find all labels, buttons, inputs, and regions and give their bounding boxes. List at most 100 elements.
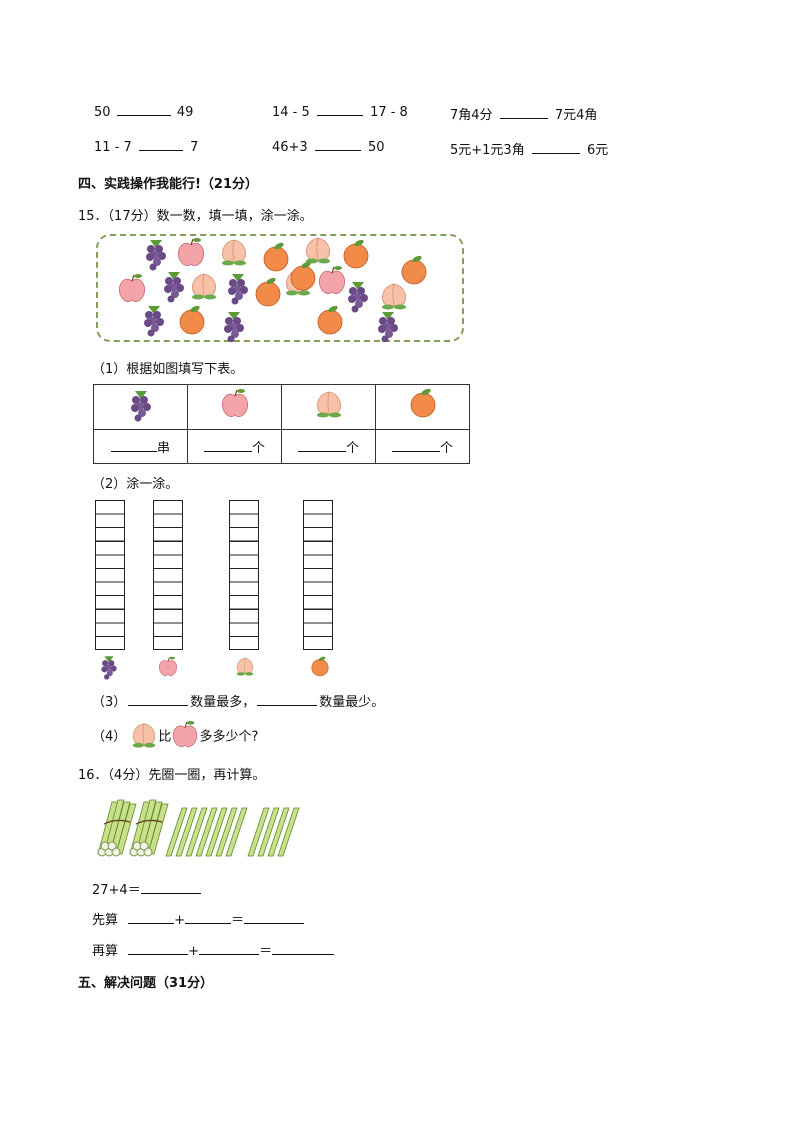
fruit-count-table: 串 个 个 个 — [93, 384, 470, 464]
q16-eq1-text: 27+4＝ — [92, 883, 141, 898]
answer-blank[interactable] — [199, 943, 260, 955]
compare-right: 6元 — [587, 143, 609, 158]
grape-icon — [164, 272, 184, 303]
q16-first: 先算 +＝ — [92, 909, 305, 928]
compare-item: 7角4分 7元4角 — [450, 104, 597, 123]
apple-icon — [177, 237, 205, 267]
answer-blank[interactable] — [297, 440, 346, 452]
grape-icon — [101, 656, 117, 680]
grape-icon — [146, 240, 166, 271]
answer-blank[interactable] — [138, 139, 183, 151]
answer-blank[interactable] — [128, 943, 189, 955]
unit-label: 个 — [439, 441, 453, 456]
apple-icon — [158, 656, 178, 677]
orange-icon — [343, 238, 369, 269]
answer-blank[interactable] — [244, 912, 305, 924]
orange-icon — [410, 387, 435, 418]
apple-icon — [221, 388, 248, 418]
compare-item: 50 49 — [94, 104, 193, 120]
answer-blank[interactable] — [316, 104, 363, 116]
orange-icon — [179, 304, 205, 335]
answer-blank[interactable] — [140, 882, 201, 894]
peach-icon — [221, 239, 247, 266]
q15-title: 15．（17分）数一数，填一填，涂一涂。 — [78, 209, 313, 224]
compare-item: 46+3 50 — [272, 139, 385, 155]
q16-eq1: 27+4＝ — [92, 879, 201, 898]
grape-icon — [224, 312, 244, 342]
compare-right: 50 — [368, 140, 385, 155]
coloring-column-grape[interactable] — [95, 500, 125, 650]
stick-icon — [165, 807, 300, 857]
answer-blank[interactable] — [531, 142, 580, 154]
coloring-column-apple[interactable] — [153, 500, 183, 650]
bundle-icon — [129, 799, 169, 857]
compare-left: 14 - 5 — [272, 105, 310, 120]
unit-label: 个 — [345, 441, 359, 456]
compare-right: 49 — [176, 105, 194, 120]
q15-sub4-prefix: （4） — [92, 729, 127, 745]
orange-icon — [263, 241, 289, 272]
q15-sub4: （4） 比 多多少个? — [92, 720, 258, 750]
answer-blank[interactable] — [128, 694, 189, 706]
table-cell — [375, 384, 470, 430]
answer-blank[interactable] — [110, 440, 157, 452]
answer-blank[interactable] — [116, 104, 171, 116]
orange-icon — [311, 656, 329, 677]
compare-left: 7角4分 — [450, 108, 493, 123]
grape-icon — [228, 274, 248, 305]
peach-icon — [316, 391, 341, 418]
unit-label: 个 — [251, 441, 265, 456]
compare-left: 5元+1元3角 — [450, 143, 525, 158]
answer-blank[interactable] — [185, 912, 232, 924]
apple-icon — [318, 265, 346, 295]
orange-icon — [401, 254, 427, 285]
q16-then: 再算 + ＝ — [92, 940, 335, 959]
peach-icon — [191, 273, 217, 300]
apple-icon — [173, 720, 198, 748]
table-cell — [187, 384, 282, 430]
q15-sub4-end: 多多少个? — [199, 729, 259, 745]
fruit-scene — [96, 234, 464, 342]
orange-icon — [255, 276, 281, 307]
equals-sign: ＝ — [231, 913, 245, 928]
answer-blank[interactable] — [272, 943, 335, 955]
compare-right: 7 — [190, 140, 199, 155]
answer-blank[interactable] — [203, 440, 252, 452]
q15-sub2: （2）涂一涂。 — [92, 477, 179, 492]
plus-sign: + — [188, 944, 200, 959]
compare-right: 7元4角 — [554, 108, 598, 123]
peach-icon — [305, 237, 331, 264]
q16-title: 16．（4分）先圈一圈，再计算。 — [78, 768, 266, 783]
compare-item: 11 - 7 7 — [94, 139, 198, 155]
section-4-title: 四、实践操作我能行!（21分） — [78, 177, 259, 192]
orange-icon — [317, 304, 343, 335]
answer-blank[interactable] — [257, 694, 318, 706]
table-cell — [93, 384, 188, 430]
unit-label: 串 — [156, 441, 170, 456]
answer-blank[interactable] — [499, 107, 548, 119]
q15-sub3: （3）数量最多，数量最少。 — [92, 691, 384, 710]
table-cell — [281, 384, 376, 430]
apple-icon — [118, 273, 146, 303]
peach-icon — [132, 723, 157, 749]
q15-sub3-end: 数量最少。 — [319, 695, 385, 710]
compare-left: 11 - 7 — [94, 140, 132, 155]
section-5-title: 五、解决问题（31分） — [78, 976, 214, 991]
compare-right: 17 - 8 — [370, 105, 408, 120]
coloring-column-orange[interactable] — [303, 500, 333, 650]
peach-icon — [381, 283, 407, 310]
q16-then-label: 再算 — [92, 944, 119, 959]
coloring-column-peach[interactable] — [229, 500, 259, 650]
sticks-image — [97, 799, 300, 857]
answer-blank[interactable] — [128, 912, 175, 924]
orange-icon — [290, 260, 316, 291]
compare-left: 50 — [94, 105, 111, 120]
equals-sign: ＝ — [259, 944, 273, 959]
table-cell: 个 — [281, 429, 376, 464]
q15-sub4-bi: 比 — [158, 729, 172, 745]
grape-icon — [348, 282, 368, 313]
q16-first-label: 先算 — [92, 913, 119, 928]
answer-blank[interactable] — [391, 440, 440, 452]
answer-blank[interactable] — [314, 139, 361, 151]
table-cell: 个 — [375, 429, 470, 464]
